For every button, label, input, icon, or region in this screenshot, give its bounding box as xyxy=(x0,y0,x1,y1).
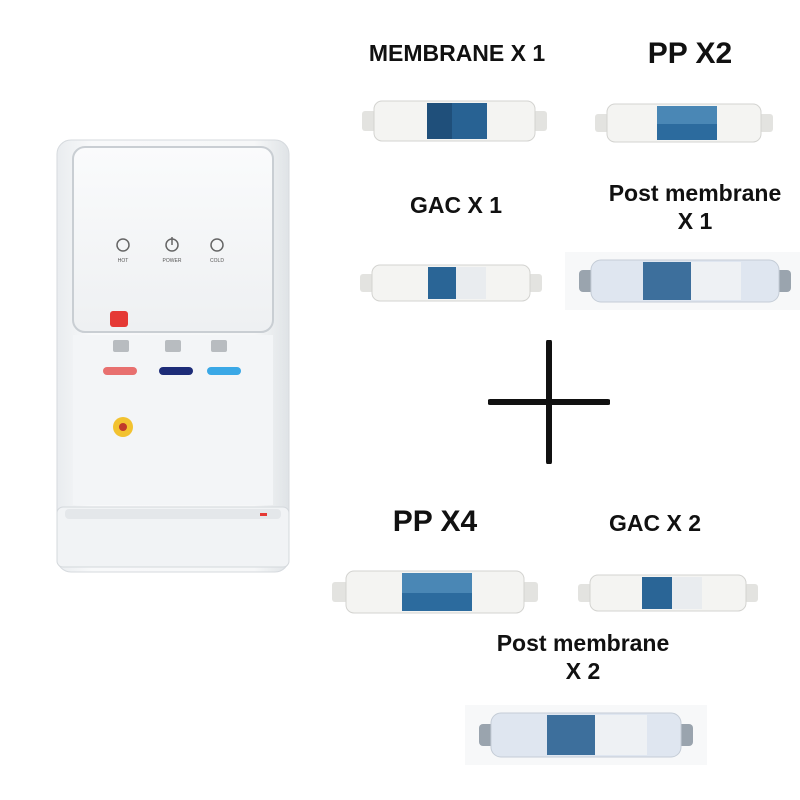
gac-filter-bottom-image xyxy=(578,574,758,612)
water-dispenser-image: HOT POWER COLD xyxy=(56,139,290,573)
membrane-label: MEMBRANE X 1 xyxy=(368,40,546,66)
post-membrane-bottom-line1: Post membrane xyxy=(496,630,670,656)
plus-icon xyxy=(488,340,610,464)
cold-tap xyxy=(207,367,241,375)
membrane-filter-image xyxy=(362,100,547,142)
post-membrane-filter-top-image xyxy=(565,252,800,310)
spouts xyxy=(113,340,227,352)
power-button-icon: POWER xyxy=(163,237,182,264)
dispense-recess xyxy=(73,335,273,505)
post-membrane-filter-bottom-image xyxy=(465,705,707,765)
pp-filter-top-image xyxy=(595,103,773,143)
hot-button-icon: HOT xyxy=(116,238,130,264)
drip-tray xyxy=(56,506,290,568)
pp-top-label: PP X2 xyxy=(647,37,733,70)
post-membrane-top-line2: X 1 xyxy=(677,207,713,234)
post-membrane-bottom-line2: X 2 xyxy=(565,657,601,684)
pp-bottom-label: PP X4 xyxy=(392,505,478,538)
hot-tap xyxy=(103,367,137,375)
power-button-label: POWER xyxy=(163,258,182,264)
post-membrane-bottom-label: Post membrane X 2 xyxy=(478,630,688,685)
pp-filter-bottom-image xyxy=(332,570,538,614)
hot-button-label: HOT xyxy=(118,258,129,264)
gac-bottom-label: GAC X 2 xyxy=(608,510,702,536)
post-membrane-top-label: Post membrane X 1 xyxy=(590,180,800,235)
cold-button-label: COLD xyxy=(210,258,224,264)
child-lock-button xyxy=(110,311,128,327)
ambient-tap xyxy=(159,367,193,375)
post-membrane-top-line1: Post membrane xyxy=(608,180,782,206)
gac-top-label: GAC X 1 xyxy=(409,192,503,218)
gac-filter-top-image xyxy=(360,264,542,302)
cold-button-icon: COLD xyxy=(210,238,224,264)
